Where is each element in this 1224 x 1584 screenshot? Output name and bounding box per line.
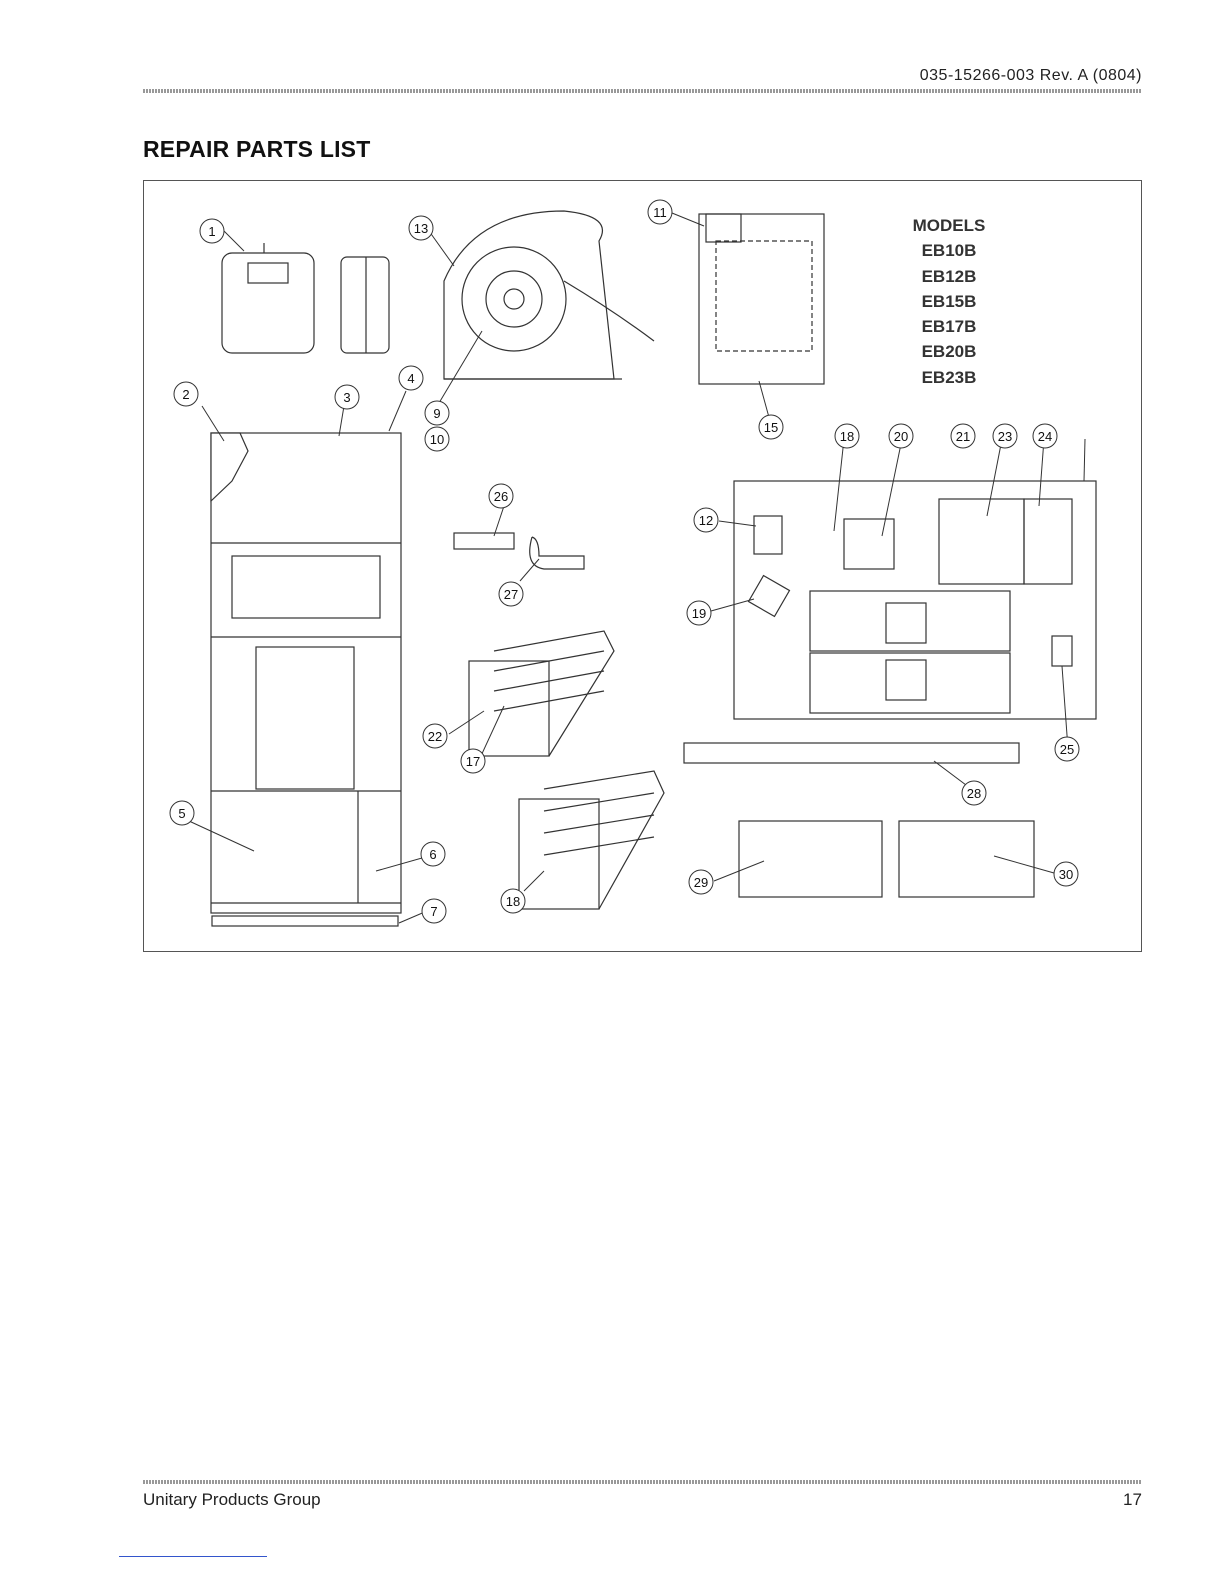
model-item: EB12B — [894, 264, 1004, 289]
callout-label: 4 — [407, 371, 414, 386]
control-box-drawing — [222, 243, 389, 353]
callout-label: 7 — [430, 904, 437, 919]
callout-label: 17 — [466, 754, 480, 769]
access-panel-drawing — [739, 821, 882, 897]
callout-label: 10 — [430, 432, 444, 447]
callout-label: 1 — [208, 224, 215, 239]
callout-label: 13 — [414, 221, 428, 236]
callout-label: 24 — [1038, 429, 1052, 444]
callout-label: 18 — [840, 429, 854, 444]
callout-label: 23 — [998, 429, 1012, 444]
callout-label: 21 — [956, 429, 970, 444]
callout-label: 19 — [692, 606, 706, 621]
page-title: REPAIR PARTS LIST — [143, 136, 370, 163]
rail-drawing — [684, 743, 1019, 763]
cover-panel-drawing — [899, 821, 1034, 897]
callout-label: 3 — [343, 390, 350, 405]
document-number: 035-15266-003 Rev. A (0804) — [920, 67, 1142, 85]
callout-label: 12 — [699, 513, 713, 528]
callout-label: 18 — [506, 894, 520, 909]
models-heading: MODELS — [894, 213, 1004, 238]
header-rule — [143, 89, 1142, 93]
control-panel-drawing — [734, 481, 1096, 719]
callout-label: 9 — [433, 406, 440, 421]
callout-label: 6 — [429, 847, 436, 862]
exploded-parts-diagram: 1 2 3 4 5 6 7 9 10 11 12 13 15 17 18 18 … — [143, 180, 1142, 952]
page-number: 17 — [1123, 1490, 1142, 1510]
callout-label: 28 — [967, 786, 981, 801]
models-list: MODELS EB10B EB12B EB15B EB17B EB20B EB2… — [894, 213, 1004, 390]
callout-label: 29 — [694, 875, 708, 890]
model-item: EB23B — [894, 365, 1004, 390]
callout-label: 15 — [764, 420, 778, 435]
model-item: EB17B — [894, 314, 1004, 339]
cabinet-drawing — [211, 433, 401, 926]
callout-label: 22 — [428, 729, 442, 744]
callout-label: 20 — [894, 429, 908, 444]
callout-label: 11 — [653, 205, 667, 220]
footer-rule — [143, 1480, 1142, 1484]
callout-label: 2 — [182, 387, 189, 402]
link-underline — [119, 1556, 267, 1557]
blower-assembly-drawing — [444, 211, 654, 379]
blower-housing-side-drawing — [699, 214, 824, 384]
footer-company: Unitary Products Group — [143, 1490, 321, 1510]
callout-label: 25 — [1060, 742, 1074, 757]
model-item: EB20B — [894, 339, 1004, 364]
callout-label: 27 — [504, 587, 518, 602]
callout-label: 30 — [1059, 867, 1073, 882]
callout-label: 5 — [178, 806, 185, 821]
model-item: EB10B — [894, 238, 1004, 263]
heater-element-drawing — [469, 631, 664, 909]
bushing-drawing — [454, 533, 584, 569]
callout-label: 26 — [494, 489, 508, 504]
model-item: EB15B — [894, 289, 1004, 314]
